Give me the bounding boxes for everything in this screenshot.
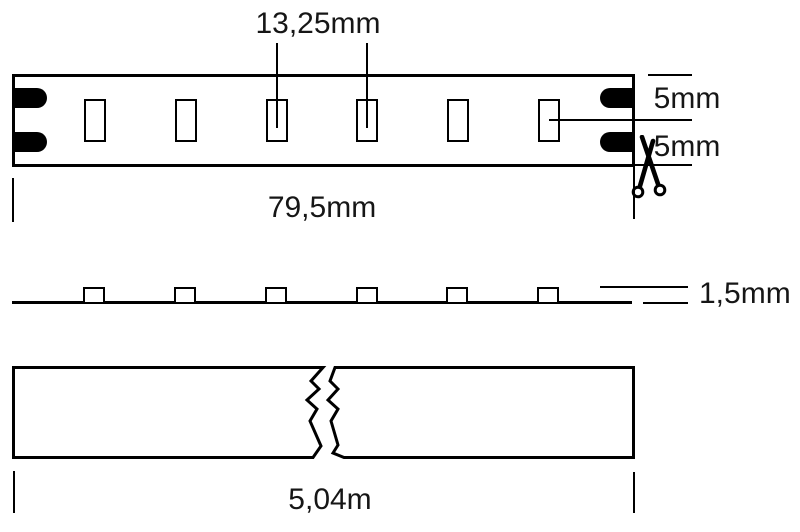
- width-dim-line-middle: [549, 119, 692, 121]
- width-dim-line-bottom: [635, 164, 692, 166]
- led-bump-1: [83, 287, 105, 304]
- pitch-dimension-label: 13,25mm: [255, 7, 381, 40]
- solder-pad-right-bottom: [600, 132, 632, 152]
- led-bump-6: [537, 287, 559, 304]
- solder-pad-left-top: [15, 88, 47, 108]
- segment-ext-line-left: [12, 178, 14, 222]
- height-dim-line-bottom: [643, 302, 688, 304]
- led-bump-4: [356, 287, 378, 304]
- solder-pad-right-top: [600, 88, 632, 108]
- led-bump-2: [174, 287, 196, 304]
- led-bump-5: [446, 287, 468, 304]
- strip-run-outline: [12, 366, 635, 459]
- led-chip-2: [175, 99, 197, 142]
- total-length-label: 5,04m: [288, 483, 372, 516]
- led-chip-1: [84, 99, 106, 142]
- segment-length-label: 79,5mm: [267, 191, 377, 224]
- scissors-icon: [631, 135, 667, 199]
- height-label: 1,5mm: [699, 277, 791, 310]
- width-half-top-label: 5mm: [653, 82, 721, 115]
- height-dim-line-top: [600, 286, 688, 288]
- total-ext-line-left: [13, 471, 15, 513]
- pitch-leader-line-left: [276, 43, 278, 128]
- width-half-bottom-label: 5mm: [653, 130, 721, 163]
- total-ext-line-right: [633, 472, 635, 513]
- led-bump-3: [265, 287, 287, 304]
- strip-outline: [12, 74, 635, 167]
- led-chip-5: [447, 99, 469, 142]
- solder-pad-left-bottom: [15, 132, 47, 152]
- pitch-leader-line-right: [366, 43, 368, 128]
- width-dim-tick-top: [648, 74, 692, 76]
- side-view-baseline: [12, 301, 632, 304]
